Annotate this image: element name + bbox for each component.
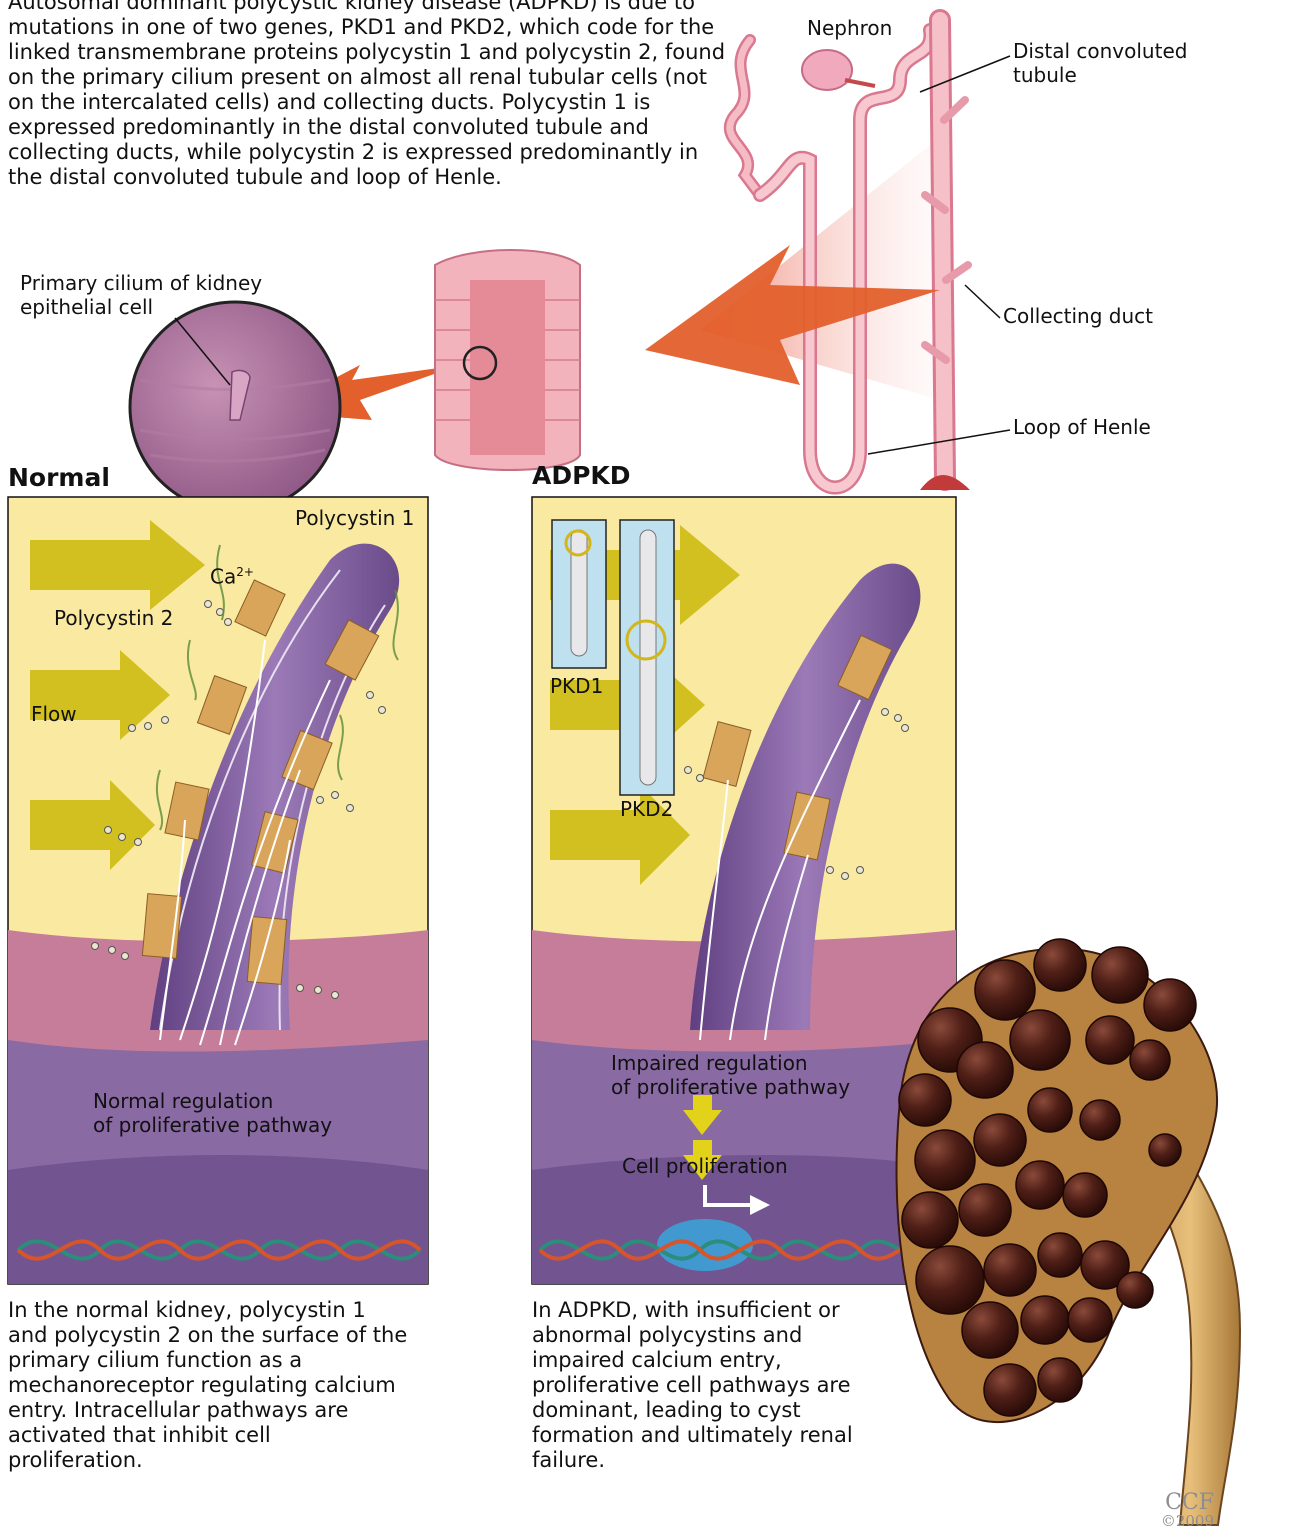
calcium-label: Ca2+ (210, 565, 254, 589)
impaired-regulation-label: Impaired regulation of proliferative pat… (611, 1052, 850, 1099)
normal-regulation-label: Normal regulation of proliferative pathw… (93, 1090, 332, 1137)
polycystin1-label: Polycystin 1 (295, 507, 414, 531)
pkd2-label: PKD2 (620, 798, 673, 822)
copyright-stamp: CCF ©2009 (1161, 1493, 1214, 1528)
cilium-zoom-circle (130, 302, 340, 512)
flow-label: Flow (31, 703, 77, 727)
normal-heading: Normal (8, 463, 110, 492)
normal-caption: In the normal kidney, polycystin 1 and p… (8, 1298, 408, 1473)
polycystin2-label: Polycystin 2 (54, 607, 173, 631)
distal-tubule-label: Distal convoluted tubule (1013, 40, 1187, 87)
polycystic-kidney-drawing (897, 939, 1240, 1525)
pkd1-label: PKD1 (550, 675, 603, 699)
adpkd-caption: In ADPKD, with insufficient or abnormal … (532, 1298, 887, 1473)
intro-paragraph: Autosomal dominant polycystic kidney dis… (8, 0, 728, 190)
primary-cilium-label: Primary cilium of kidney epithelial cell (20, 272, 262, 319)
nephron-drawing (700, 20, 970, 490)
loop-of-henle-label: Loop of Henle (1013, 416, 1151, 440)
nephron-label: Nephron (807, 17, 892, 41)
tubule-section (435, 250, 580, 470)
cell-proliferation-label: Cell proliferation (622, 1155, 788, 1179)
collecting-duct-label: Collecting duct (1003, 305, 1153, 329)
adpkd-heading: ADPKD (532, 461, 631, 490)
